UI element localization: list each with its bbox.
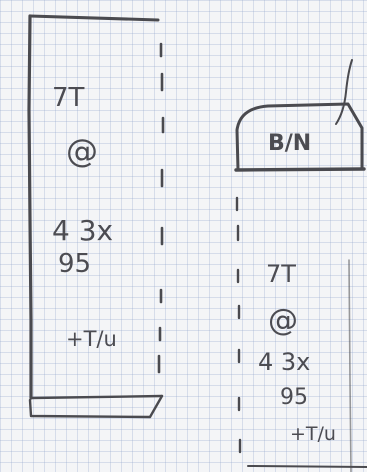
right-label-95: 95	[280, 385, 308, 410]
right-tab-base	[236, 169, 364, 170]
left-label-code: 4 3x	[52, 214, 113, 247]
right-column-bottom-edge	[248, 466, 367, 467]
left-label-7t: 7T	[52, 83, 85, 113]
left-column-top-edge	[30, 16, 158, 20]
right-tab-pointer	[336, 60, 352, 124]
right-label-tu: +T/u	[290, 423, 336, 445]
left-spiral-icon: @	[66, 132, 98, 170]
left-label-tu: +T/u	[66, 327, 117, 351]
left-column-footer-bar	[30, 396, 162, 417]
right-tab-label: B/N	[268, 131, 311, 156]
left-column-left-edge	[29, 16, 31, 398]
left-label-95: 95	[58, 249, 91, 279]
left-column-bottom-edge	[31, 396, 162, 398]
right-column: B/N 7T @ 4 3x 95 +T/u	[236, 60, 367, 472]
left-column: 7T @ 4 3x 95 +T/u	[29, 16, 163, 417]
right-column-edge	[349, 260, 351, 472]
right-label-code: 4 3x	[258, 348, 310, 376]
right-spiral-icon: @	[268, 303, 298, 338]
right-label-7t: 7T	[266, 260, 296, 288]
